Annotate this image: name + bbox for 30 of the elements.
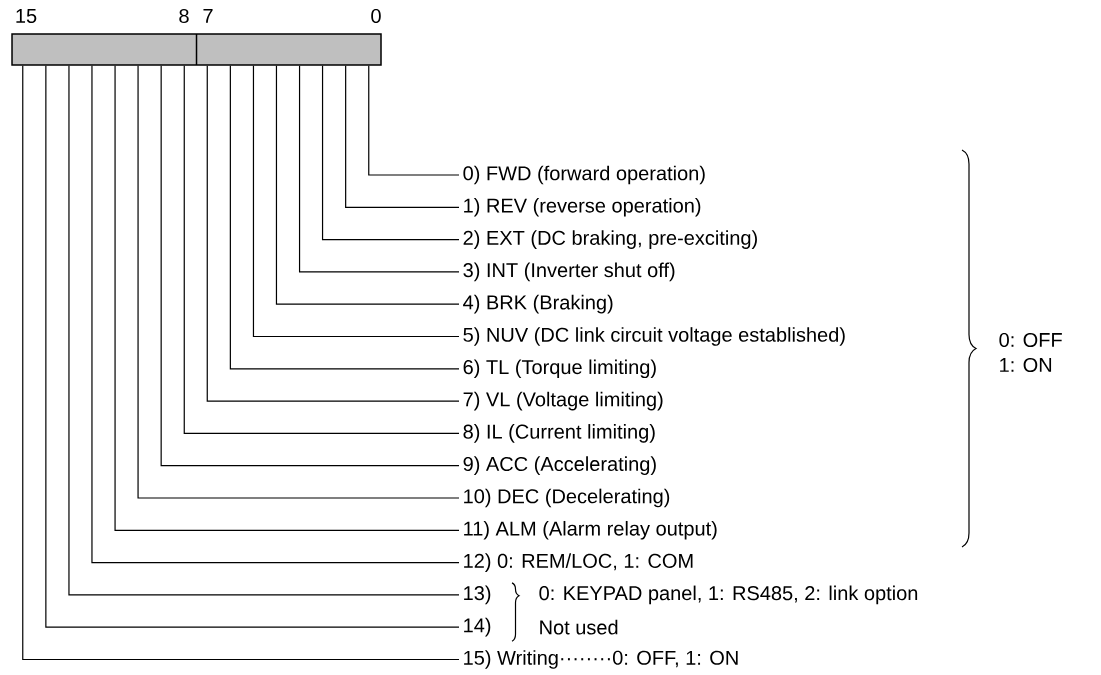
- bit-description: 5) NUV (DC link circuit voltage established): [463, 327, 845, 346]
- connector-line: [252, 65, 460, 338]
- bit-description: 4) BRK (Braking): [463, 294, 613, 314]
- connector-line: [298, 65, 460, 273]
- bit-description: 9) ACC (Accelerating): [463, 456, 656, 475]
- option-text: Not used: [540, 619, 618, 635]
- bit-description: 11) ALM (Alarm relay output): [464, 520, 717, 540]
- connector-line: [321, 65, 460, 241]
- connector-line: [275, 65, 460, 305]
- state-label: 0: OFF: [999, 332, 1062, 348]
- connector-line: [206, 65, 460, 402]
- option-text: 0: KEYPAD panel, 1: RS485, 2: link option: [539, 585, 918, 605]
- bit-description: 13): [464, 585, 491, 605]
- bit-description: 8) IL (Current limiting): [463, 424, 655, 443]
- bit-description: 10) DEC (Decelerating): [464, 488, 670, 508]
- bit-description: 2) EXT (DC braking, pre-exciting): [463, 230, 757, 249]
- bit-description: 3) INT (Inverter shut off): [463, 262, 675, 282]
- bit-description: 15) Writing········0: OFF, 1: ON: [464, 650, 738, 669]
- state-label: 1: ON: [1000, 357, 1052, 373]
- connector-line: [229, 65, 460, 370]
- connector-line: [368, 65, 460, 176]
- bit-description: 6) TL (Torque limiting): [463, 359, 656, 379]
- connector-line: [345, 65, 460, 208]
- register-bar: [11, 33, 382, 66]
- bit-description: 7) VL (Voltage limiting): [463, 391, 663, 411]
- connector-line: [183, 65, 460, 434]
- bit-description: 14): [464, 617, 491, 637]
- bit-description: 0) FWD (forward operation): [463, 165, 705, 185]
- bit-description: 1) REV (reverse operation): [464, 197, 701, 217]
- bit-description: 12) 0: REM/LOC, 1: COM: [464, 553, 693, 572]
